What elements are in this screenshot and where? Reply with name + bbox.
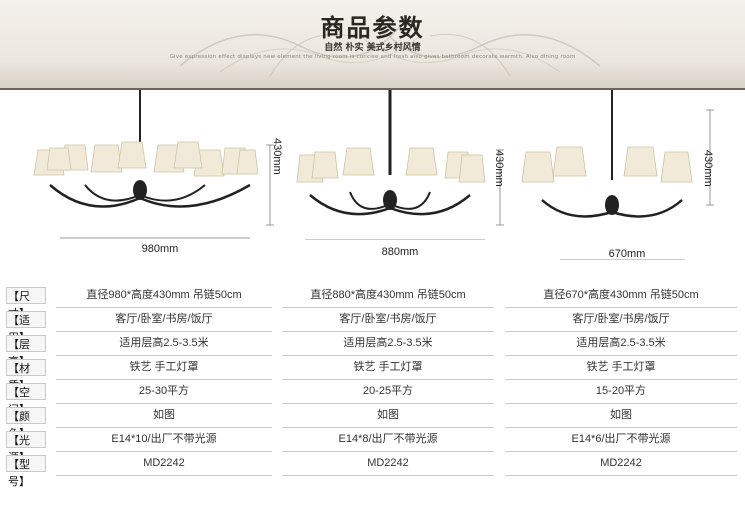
spec-value: 适用层高2.5-3.5米 — [56, 332, 272, 356]
spec-label: 【光源】 — [6, 431, 46, 464]
height-label-880: 430mm — [493, 150, 505, 187]
chandelier-10-arm-image — [30, 90, 275, 240]
chandelier-8-arm-image — [290, 90, 505, 240]
spec-value: 铁艺 手工灯罩 — [56, 356, 272, 380]
spec-label: 【尺寸】 — [6, 287, 46, 320]
spec-value: 铁艺 手工灯罩 — [505, 356, 737, 380]
height-label-980: 430mm — [271, 138, 283, 175]
page-subtitle: 自然 朴实 美式乡村风情 — [324, 43, 421, 53]
spec-row-ceiling: 【层高】 适用层高2.5-3.5米 适用层高2.5-3.5米 适用层高2.5-3… — [0, 332, 745, 368]
spec-value: 直径670*高度430mm 吊链50cm — [505, 284, 737, 308]
spec-label: 【型号】 — [6, 455, 46, 488]
chandelier-8-arm-icon — [296, 90, 486, 216]
header-banner: 商品参数 自然 朴实 美式乡村风情 Give expression effect… — [0, 0, 745, 90]
spec-value: 客厅/卧室/书房/饭厅 — [282, 308, 494, 332]
spec-value: 20-25平方 — [282, 380, 494, 404]
english-tagline: Give expression effect displays new elem… — [169, 54, 576, 60]
chandelier-10-arm-icon — [33, 90, 259, 208]
spec-value: E14*8/出厂不带光源 — [282, 428, 494, 452]
spec-value: E14*6/出厂不带光源 — [505, 428, 737, 452]
spec-row-size: 【尺寸】 直径980*高度430mm 吊链50cm 直径880*高度430mm … — [0, 284, 745, 320]
spec-label: 【材质】 — [6, 359, 46, 392]
chandelier-6-arm-image — [520, 90, 720, 260]
spec-row-material: 【材质】 铁艺 手工灯罩 铁艺 手工灯罩 铁艺 手工灯罩 — [0, 356, 745, 392]
spec-value: MD2242 — [282, 452, 494, 476]
spec-value: 铁艺 手工灯罩 — [282, 356, 494, 380]
spec-value: MD2242 — [56, 452, 272, 476]
width-label-880: 880mm — [381, 246, 419, 258]
spec-value: 如图 — [282, 404, 494, 428]
page-title: 商品参数 — [320, 14, 425, 42]
spec-label: 【颜色】 — [6, 407, 46, 440]
spec-value: 25-30平方 — [56, 380, 272, 404]
spec-value: 直径980*高度430mm 吊链50cm — [56, 284, 272, 308]
spec-value: 适用层高2.5-3.5米 — [282, 332, 494, 356]
spec-value: 客厅/卧室/书房/饭厅 — [505, 308, 737, 332]
height-label-670: 430mm — [702, 150, 714, 187]
width-label-670: 670mm — [608, 248, 646, 260]
spec-row-color: 【颜色】 如图 如图 如图 — [0, 404, 745, 440]
width-label-980: 980mm — [141, 243, 179, 255]
spec-value: MD2242 — [505, 452, 737, 476]
right-ornament-icon — [359, 25, 600, 76]
spec-row-light-source: 【光源】 E14*10/出厂不带光源 E14*8/出厂不带光源 E14*6/出厂… — [0, 428, 745, 464]
spec-value: E14*10/出厂不带光源 — [56, 428, 272, 452]
spec-row-model: 【型号】 MD2242 MD2242 MD2242 — [0, 452, 745, 488]
spec-value: 如图 — [505, 404, 737, 428]
spec-label: 【适用】 — [6, 311, 46, 344]
spec-value: 适用层高2.5-3.5米 — [505, 332, 737, 356]
spec-value: 直径880*高度430mm 吊链50cm — [282, 284, 494, 308]
spec-value: 客厅/卧室/书房/饭厅 — [56, 308, 272, 332]
chandelier-6-arm-icon — [521, 90, 693, 218]
spec-row-usage: 【适用】 客厅/卧室/书房/饭厅 客厅/卧室/书房/饭厅 客厅/卧室/书房/饭厅 — [0, 308, 745, 344]
spec-label: 【空间】 — [6, 383, 46, 416]
spec-label: 【层高】 — [6, 335, 46, 368]
spec-row-space: 【空间】 25-30平方 20-25平方 15-20平方 — [0, 380, 745, 416]
spec-value: 如图 — [56, 404, 272, 428]
spec-value: 15-20平方 — [505, 380, 737, 404]
